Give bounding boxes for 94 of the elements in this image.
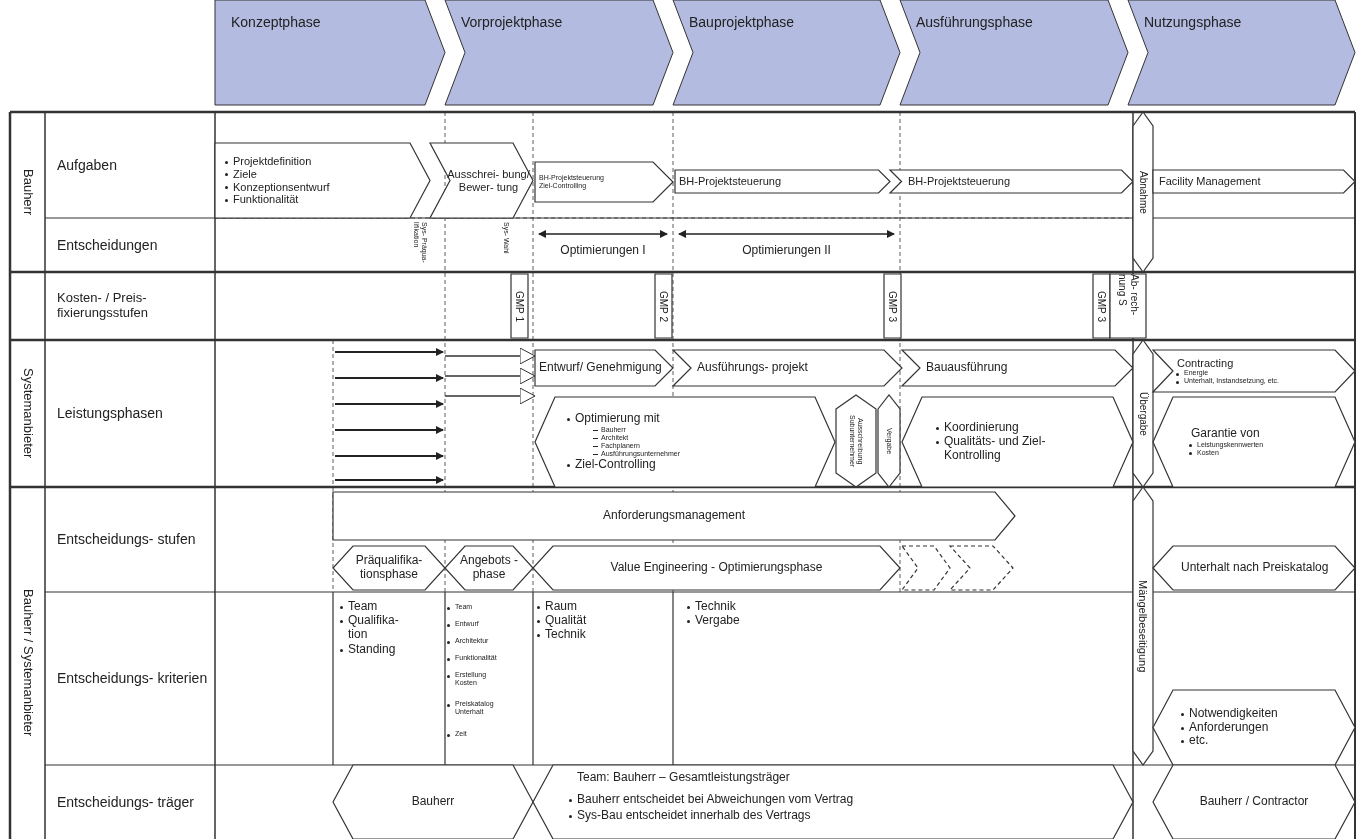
node-text: Ausführungs- projekt <box>697 361 809 375</box>
node-text: etc. <box>1189 734 1209 749</box>
node-text: Aufgaben <box>57 156 118 174</box>
node-text: Leistungsphasen <box>57 405 164 422</box>
phase-title: Bauprojektphase <box>689 14 796 31</box>
vertical-label: GMP 1 <box>513 290 526 322</box>
process-hexagon <box>1153 546 1355 590</box>
node-text: Präqualifika- tionsphase <box>354 554 424 582</box>
node-text: Angebots -phase <box>458 554 519 582</box>
gmp-tag <box>884 274 901 338</box>
node-text: Konzeptionsentwurf <box>233 180 331 194</box>
node-text: Entscheidungs- träger <box>57 793 195 811</box>
criteria-item: Technik <box>545 627 586 641</box>
node-text: Contracting <box>1177 356 1235 370</box>
gmp-tag <box>1110 274 1146 338</box>
phase-title: Nutzungsphase <box>1144 14 1243 31</box>
task-banner <box>215 143 430 218</box>
node-text: Notwendigkeiten <box>1189 706 1279 721</box>
node-text: Kosten- / Preis- fixierungsstufen <box>57 291 150 321</box>
criteria-item: Qualität <box>545 613 587 627</box>
node-text: Funktionalität <box>233 193 300 206</box>
phase-banner <box>1128 0 1355 105</box>
phase-title: Vorprojektphase <box>461 14 564 31</box>
criteria-item: Qualifika- tion <box>348 613 399 641</box>
node-text: Ziel-Controlling <box>575 458 656 472</box>
node-text: Entscheidungs- stufen <box>57 531 197 548</box>
vertical-label: Systemanbieter <box>20 368 35 459</box>
node-text: BH-Projektsteuerung <box>679 175 783 188</box>
work-phase-banner <box>535 350 673 386</box>
node-text: Bauherr entscheidet bei Abweichungen vom Vertrag <box>577 792 855 807</box>
task-banner <box>675 170 890 193</box>
milestone-hexagon <box>1133 112 1153 272</box>
node-text: Unterhalt nach Preiskatalog <box>1181 561 1330 575</box>
node-text: Bauherr <box>411 795 455 809</box>
node-text: Ausschrei- bung/ Bewer- tung <box>446 167 531 194</box>
node-text: Garantie von <box>1191 427 1261 441</box>
gmp-tag <box>655 274 672 338</box>
node-text: Bauausführung <box>926 361 1009 375</box>
span-label: Optimierungen I <box>559 244 647 258</box>
node-text: Optimierung mit <box>575 412 661 426</box>
task-banner <box>535 162 673 202</box>
process-banner <box>333 492 1015 540</box>
vertical-label: GMP 3 <box>1095 290 1108 322</box>
vertical-label: GMP 2 <box>657 290 670 322</box>
dashed-step-outline <box>902 546 950 590</box>
responsibility-hexagon <box>1153 765 1355 839</box>
node-text: Entwurf/ Genehmigung <box>539 361 663 375</box>
phase-banner <box>215 0 445 105</box>
phase-banner <box>445 0 673 105</box>
node-text: Sys-Bau entscheidet innerhalb des Vertrags <box>577 808 812 823</box>
criteria-item: Technik <box>695 599 736 613</box>
node-text: Ziele <box>233 167 258 181</box>
span-label: Optimierungen II <box>741 244 832 258</box>
gmp-tag <box>511 274 528 338</box>
vertical-label: Ab- rech- nung S <box>1116 274 1140 318</box>
phase-banner <box>673 0 900 105</box>
criteria-item: Raum <box>545 599 577 613</box>
criteria-item: Standing <box>348 642 396 656</box>
node-text: Koordinierung <box>944 421 1020 436</box>
criteria-item: Team <box>348 599 378 613</box>
task-banner <box>1153 170 1355 193</box>
vertical-label: GMP 3 <box>886 290 899 322</box>
node-text: Anforderungen <box>1189 720 1269 735</box>
arrow <box>444 347 536 365</box>
node-text: Facility Management <box>1159 175 1262 188</box>
task-banner <box>430 143 533 218</box>
vertical-label: Bauherr <box>20 168 35 216</box>
node-text: Entscheidungen <box>57 236 159 254</box>
vertical-label: Bauherr / Systemanbieter <box>20 589 35 737</box>
task-banner <box>890 170 1133 193</box>
vertical-label: Abnahme <box>1137 170 1149 214</box>
node-text: Team: Bauherr – Gesamtleistungsträger <box>577 771 791 785</box>
process-hexagon <box>333 546 445 590</box>
phase-title: Konzeptphase <box>231 14 322 31</box>
vertical-label: Übergabe <box>1137 391 1149 436</box>
node-text: Entscheidungs- kriterien <box>57 670 209 687</box>
process-hexagon <box>445 546 533 590</box>
work-phase-banner <box>673 350 902 386</box>
responsibility-hexagon <box>333 765 533 839</box>
node-text: Bauherr / Contractor <box>1199 795 1309 809</box>
phase-title: Ausführungsphase <box>916 14 1034 31</box>
node-text: BH-Projektsteuerung <box>908 175 1012 188</box>
arrow <box>444 367 536 385</box>
vertical-label: Mängelbeseitigung <box>1136 579 1150 673</box>
node-text: Projektdefinition <box>233 155 313 168</box>
node-text: Anforderungsmanagement <box>602 509 746 523</box>
dashed-step-outline <box>950 546 1013 590</box>
milestone-hexagon <box>1133 340 1153 487</box>
node-text: Value Engineering - Optimierungsphase <box>610 561 823 575</box>
phase-banner <box>900 0 1128 105</box>
criteria-item: Vergabe <box>695 613 740 627</box>
arrow <box>444 387 536 405</box>
node-text: Qualitäts- und Ziel-Kontrolling <box>944 435 1047 463</box>
milestone-hexagon <box>1133 487 1153 765</box>
